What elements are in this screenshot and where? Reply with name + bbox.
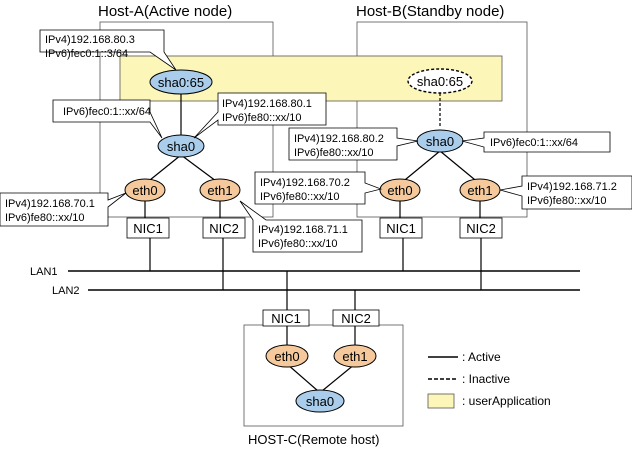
- callout-host-a-sha0-v6: IPv6)fec0:1::xx/64: [52, 99, 163, 139]
- host-b-sha0-label: sha0: [426, 134, 454, 149]
- callout-host-b-sha0-ll-line1: IPv4)192.168.80.2: [294, 133, 384, 145]
- host-b-eth0-node: [379, 178, 421, 202]
- host-a-sha065-label: sha0:65: [158, 75, 204, 90]
- callout-host-b-eth1-line2: IPv6)fe80::xx/10: [527, 195, 607, 207]
- callout-host-b-sha0-ll-line2: IPv6)fe80::xx/10: [294, 147, 374, 159]
- host-b-nic1-box: [379, 217, 423, 239]
- host-b-eth0-label: eth0: [387, 183, 412, 198]
- host-a-eth0-node: [124, 178, 166, 202]
- callout-host-a-eth0-line2: IPv6)fe80::xx/10: [5, 212, 85, 224]
- host-a-eth1-label: eth1: [207, 183, 232, 198]
- host-c-eth1-label: eth1: [342, 349, 367, 364]
- host-b-links: [399, 93, 482, 290]
- host-c-sha0-label: sha0: [306, 394, 334, 409]
- host-c-sha0-node: [295, 389, 345, 413]
- callout-host-b-sha0-v6-line1: IPv6)fec0:1::xx/64: [490, 137, 578, 149]
- legend: : Active : Inactive : userApplication: [427, 350, 551, 409]
- legend-active-label: : Active: [462, 350, 501, 364]
- host-a-nic2-label: NIC2: [209, 221, 239, 236]
- legend-inactive-label: : Inactive: [462, 372, 510, 386]
- host-a-nic2-box: [202, 217, 246, 239]
- legend-user-application-label: : userApplication: [462, 394, 551, 408]
- callout-host-b-eth0-line1: IPv4)192.168.70.2: [260, 177, 350, 189]
- host-b-title: Host-B(Standby node): [356, 3, 504, 20]
- host-b-eth1-label: eth1: [467, 183, 492, 198]
- host-c-nic1-label: NIC1: [271, 311, 301, 326]
- host-c-eth1-node: [333, 344, 377, 368]
- callout-host-a-eth1-line1: IPv4)192.168.71.1: [258, 224, 348, 236]
- host-a-nic1-box: [126, 217, 170, 239]
- host-b-nic2-label: NIC2: [466, 221, 496, 236]
- host-c-eth0-node: [265, 344, 309, 368]
- callout-host-a-eth1: IPv4)192.168.71.1 IPv6)fe80::xx/10: [239, 200, 363, 253]
- host-b-nic2-box: [459, 217, 503, 239]
- callout-host-a-sha065: IPv4)192.168.80.3 IPv6)fec0:1::3/64: [39, 29, 177, 71]
- host-b-sha065-node: [407, 68, 473, 94]
- host-a-eth1-node: [199, 178, 241, 202]
- callout-host-a-eth1-line2: IPv6)fe80::xx/10: [258, 238, 338, 250]
- callout-host-b-eth0: IPv4)192.168.70.2 IPv6)fe80::xx/10: [254, 171, 383, 205]
- callout-host-b-sha0-v6: IPv6)fec0:1::xx/64: [461, 131, 611, 153]
- callout-host-a-sha0-ll-line2: IPv6)fe80::xx/10: [222, 112, 302, 124]
- callout-host-b-eth1-line1: IPv4)192.168.71.2: [527, 181, 617, 193]
- legend-user-application-swatch: [427, 393, 455, 409]
- host-c-nic1-box: [262, 309, 310, 327]
- host-c-nic2-label: NIC2: [341, 311, 371, 326]
- host-b-sha065-label: sha0:65: [417, 74, 463, 89]
- host-a-eth0-label: eth0: [132, 183, 157, 198]
- host-c-nic2-box: [332, 309, 380, 327]
- callout-host-b-eth1: IPv4)192.168.71.2 IPv6)fe80::xx/10: [499, 175, 632, 210]
- callout-host-a-sha0-ll-line1: IPv4)192.168.80.1: [222, 98, 312, 110]
- callout-host-b-sha0-ll: IPv4)192.168.80.2 IPv6)fe80::xx/10: [288, 127, 419, 161]
- host-a-sha0-label: sha0: [167, 139, 195, 154]
- host-a-sha0-node: [157, 134, 205, 158]
- callout-host-b-eth0-line2: IPv6)fe80::xx/10: [260, 191, 340, 203]
- host-a-sha065-node: [149, 69, 213, 95]
- host-c-box: [243, 324, 404, 427]
- callout-host-a-sha0-ll: IPv4)192.168.80.1 IPv6)fe80::xx/10: [193, 92, 327, 139]
- host-c-title: HOST-C(Remote host): [248, 432, 379, 447]
- callout-host-a-eth0-line1: IPv4)192.168.70.1: [5, 198, 95, 210]
- host-c-eth0-label: eth0: [274, 349, 299, 364]
- callout-host-a-sha065-line2: IPv6)fec0:1::3/64: [45, 48, 128, 60]
- lan1-label: LAN1: [30, 266, 58, 278]
- lan2-label: LAN2: [52, 285, 80, 297]
- callout-host-a-sha0-v6-line1: IPv6)fec0:1::xx/64: [63, 106, 151, 118]
- host-b-nic1-label: NIC1: [386, 221, 416, 236]
- callout-host-a-eth0: IPv4)192.168.70.1 IPv6)fe80::xx/10: [0, 192, 127, 227]
- host-a-nic1-label: NIC1: [133, 221, 163, 236]
- host-a-title: Host-A(Active node): [98, 3, 232, 20]
- callout-host-a-sha065-line1: IPv4)192.168.80.3: [45, 34, 135, 46]
